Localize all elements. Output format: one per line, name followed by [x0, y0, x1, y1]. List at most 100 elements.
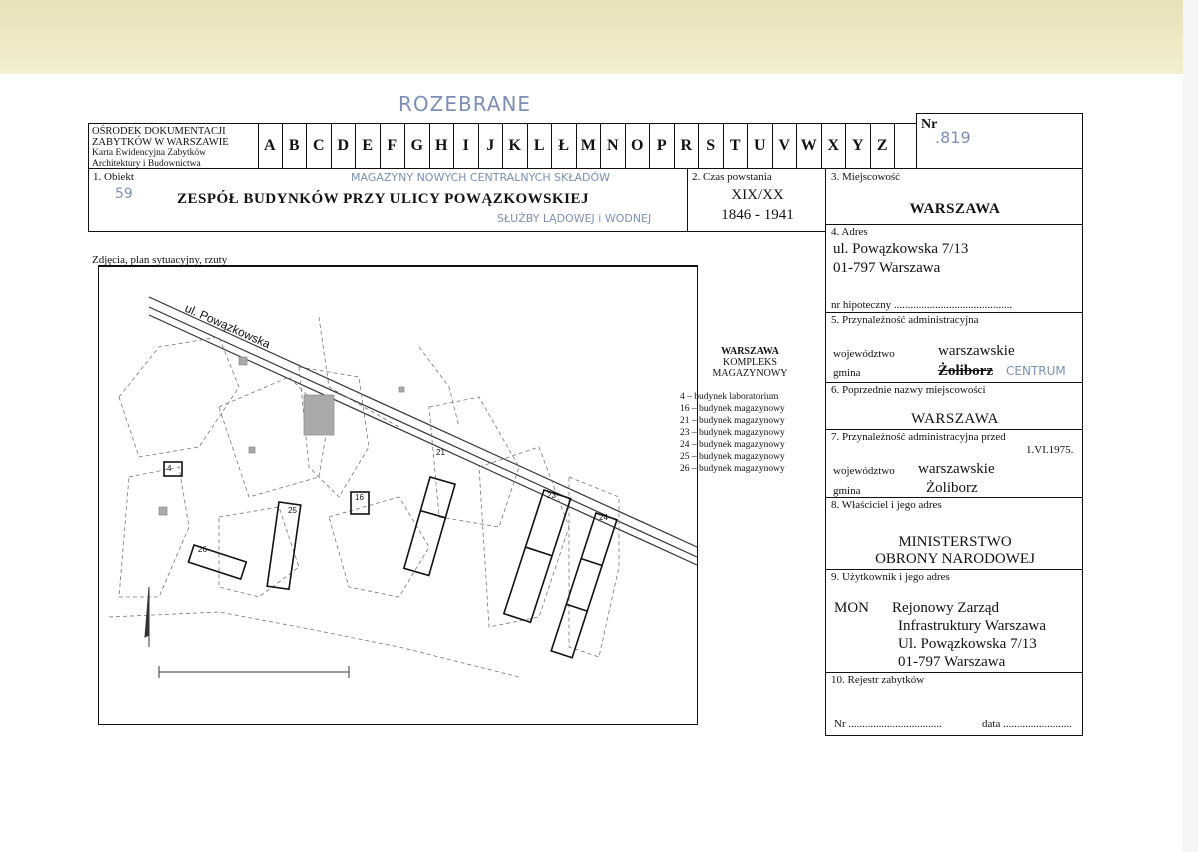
letter-cell: G — [405, 123, 430, 168]
wlasciciel-line1: MINISTERSTWO — [898, 534, 1012, 550]
letter-cell: J — [479, 123, 503, 168]
legend-item: 26 – budynek magazynowy — [680, 464, 785, 474]
letter-cell: P — [650, 123, 675, 168]
obiekt-label: 1. Obiekt — [93, 171, 134, 183]
building-label-4: 4 — [167, 464, 172, 473]
rejestr-data: data ......................... — [982, 718, 1072, 730]
letter-cell: U — [748, 123, 773, 168]
nr-hipoteczny: nr hipoteczny ..........................… — [831, 299, 1013, 311]
uzytkownik-line4: 01-797 Warszawa — [898, 654, 1006, 670]
scan-edge — [1183, 0, 1198, 852]
wojewodztwo-value: warszawskie — [938, 343, 1015, 359]
handwritten-gmina-note: CENTRUM — [1006, 364, 1066, 378]
legend-title: MAGAZYNOWY — [712, 368, 788, 379]
letter-cell: X — [822, 123, 846, 168]
letter-cell: Y — [846, 123, 871, 168]
building-labels: 21 23 24 25 26 16 4 — [167, 448, 608, 554]
letter-cell: A — [258, 123, 283, 168]
letter-cell: Z — [871, 123, 895, 168]
czas-century: XIX/XX — [731, 187, 784, 203]
letter-cell: T — [724, 123, 748, 168]
rejestr-label: 10. Rejestr zabytków — [831, 674, 925, 686]
miejscowosc-cell: 3. Miejscowość WARSZAWA — [825, 168, 1083, 225]
legend-title: KOMPLEKS — [723, 357, 777, 368]
nr-label: Nr — [921, 117, 938, 132]
uzytkownik-line1: Rejonowy Zarząd — [892, 600, 1000, 616]
legend-item: 23 – budynek magazynowy — [680, 428, 785, 438]
handwritten-rozebrane: ROZEBRANE — [398, 92, 532, 116]
letter-cell: E — [356, 123, 381, 168]
letter-cell: H — [430, 123, 454, 168]
gmina-label: gmina — [833, 367, 861, 379]
letter-cell: N — [601, 123, 626, 168]
uzytkownik-line3: Ul. Powązkowska 7/13 — [898, 636, 1037, 652]
building-label-21: 21 — [436, 448, 445, 457]
poprzednie-cell: 6. Poprzednie nazwy miejscowości WARSZAW… — [825, 382, 1083, 430]
street-label: ul. Powązkowska — [183, 301, 273, 351]
legend-item: 24 – budynek magazynowy — [680, 440, 785, 450]
przynaleznosc-cell: 5. Przynależność administracyjna wojewód… — [825, 312, 1083, 383]
institution-line: Architektury i Budownictwa — [92, 159, 201, 169]
przynaleznosc-przed-date: 1.VI.1975. — [1026, 444, 1074, 456]
czas-label: 2. Czas powstania — [692, 171, 772, 183]
czas-years: 1846 - 1941 — [721, 207, 794, 223]
building-label-25: 25 — [288, 506, 297, 515]
handwritten-object-note: MAGAZYNY NOWYCH CENTRALNYCH SKŁADÓW — [351, 171, 611, 184]
building-label-24: 24 — [599, 513, 608, 522]
wojewodztwo-label: województwo — [833, 348, 895, 360]
scale-bar — [144, 586, 350, 678]
building-label-26: 26 — [198, 545, 207, 554]
institution-line: Karta Ewidencyjna Zabytków — [92, 148, 206, 158]
legend-item: 21 – budynek magazynowy — [680, 416, 785, 426]
uzytkownik-mon: MON — [834, 600, 870, 616]
object-title: ZESPÓŁ BUDYNKÓW PRZY ULICY POWĄZKOWSKIEJ — [177, 191, 589, 207]
site-plan-frame: 21 23 24 25 26 16 4 ul. Powązkowska — [98, 265, 698, 725]
letter-cell: D — [332, 123, 356, 168]
gmina-value: Żoliborz — [938, 363, 993, 379]
nr-box: Nr .819 — [916, 113, 1083, 169]
gmina-value: Żoliborz — [926, 480, 978, 496]
scan-header-strip — [0, 0, 1183, 74]
handwritten-object-note: SŁUŻBY LĄDOWEJ i WODNEJ — [497, 212, 652, 225]
legend-item: 25 – budynek magazynowy — [680, 452, 785, 462]
letter-cell: V — [773, 123, 797, 168]
uzytkownik-line2: Infrastruktury Warszawa — [898, 618, 1047, 634]
site-details — [158, 356, 405, 516]
rejestr-nr: Nr .................................. — [834, 718, 942, 730]
wojewodztwo-label: województwo — [833, 465, 895, 477]
building-24 — [550, 511, 618, 659]
handwritten-obj-no: 59 — [115, 186, 133, 202]
adres-line2: 01-797 Warszawa — [833, 260, 941, 276]
building-label-23: 23 — [547, 491, 556, 500]
site-outlines — [108, 316, 620, 678]
przynaleznosc-przed-cell: 7. Przynależność administracyjna przed 1… — [825, 429, 1083, 498]
przynaleznosc-label: 5. Przynależność administracyjna — [831, 314, 979, 326]
wlasciciel-cell: 8. Właściciel i jego adres MINISTERSTWO … — [825, 497, 1083, 570]
uzytkownik-label: 9. Użytkownik i jego adres — [831, 571, 950, 583]
building-26 — [187, 543, 248, 581]
letter-cell: Ł — [552, 123, 577, 168]
przynaleznosc-przed-label: 7. Przynależność administracyjna przed — [831, 431, 1006, 443]
poprzednie-label: 6. Poprzednie nazwy miejscowości — [831, 384, 986, 396]
legend-title: WARSZAWA — [721, 346, 779, 357]
institution-line: ZABYTKÓW W WARSZAWIE — [92, 137, 229, 148]
letter-cell: B — [283, 123, 307, 168]
building-21 — [402, 476, 456, 577]
letter-cell: R — [675, 123, 699, 168]
letter-cell: W — [797, 123, 822, 168]
handwritten-nr: .819 — [935, 128, 971, 147]
institution-line: OŚRODEK DOKUMENTACJI — [92, 126, 226, 137]
letter-cell: I — [454, 123, 479, 168]
wlasciciel-label: 8. Właściciel i jego adres — [831, 499, 942, 511]
building-label-16: 16 — [355, 493, 364, 502]
buildings — [163, 461, 618, 659]
rejestr-cell: 10. Rejestr zabytków Nr ................… — [825, 672, 1083, 736]
building-4 — [163, 461, 183, 477]
letter-cell: C — [307, 123, 332, 168]
legend-item: 4 – budynek laboratorium — [680, 392, 779, 402]
letter-cell: M — [577, 123, 601, 168]
obiekt-cell: 1. Obiekt 59 MAGAZYNY NOWYCH CENTRALNYCH… — [88, 168, 688, 232]
czas-cell: 2. Czas powstania XIX/XX 1846 - 1941 — [687, 168, 826, 232]
